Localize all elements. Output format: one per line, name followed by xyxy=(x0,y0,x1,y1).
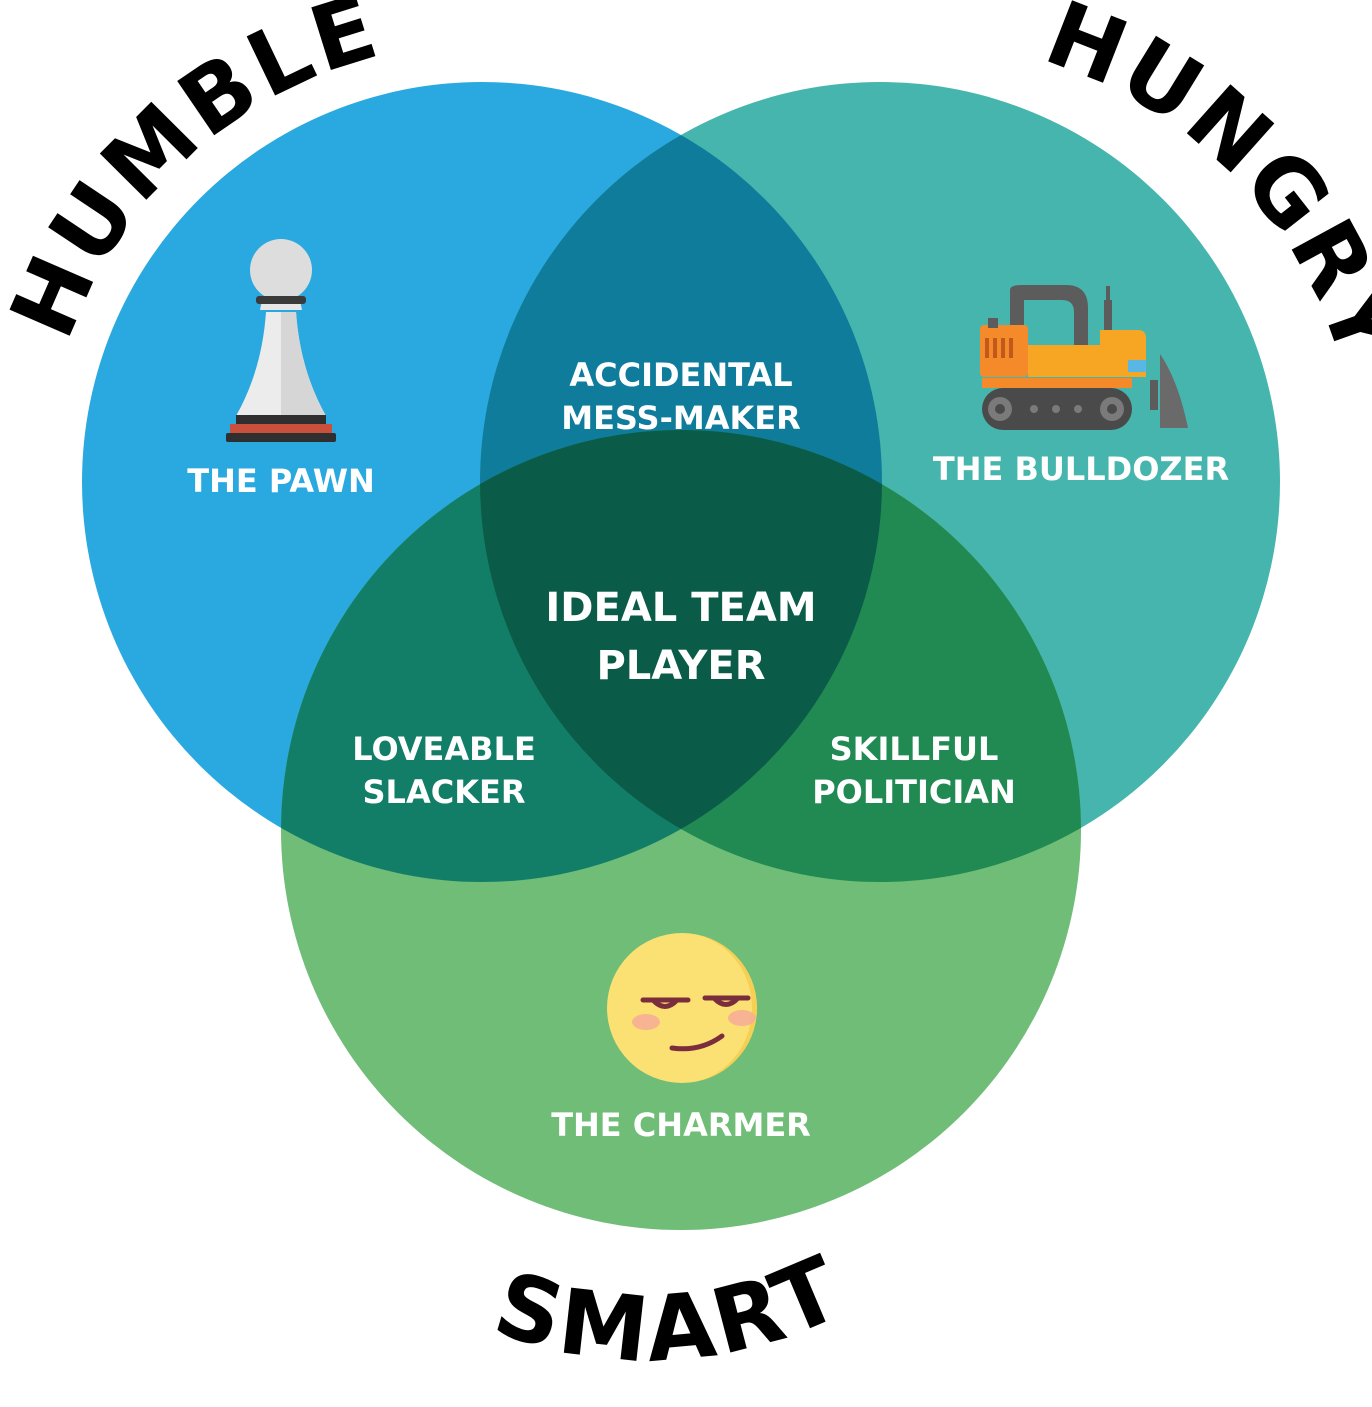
hungry-only-label: THE BULLDOZER xyxy=(933,450,1229,488)
humble-smart-label-line1: LOVEABLE xyxy=(352,730,536,768)
smirking-face-icon xyxy=(607,933,757,1083)
hungry-smart-label-line2: POLITICIAN xyxy=(812,773,1016,811)
smart-only-label: THE CHARMER xyxy=(551,1106,811,1144)
center-label-line2: PLAYER xyxy=(596,643,765,689)
smart-title: SMART xyxy=(483,1235,858,1384)
humble-hungry-label-line2: MESS-MAKER xyxy=(561,399,801,437)
humble-only-label: THE PAWN xyxy=(187,462,375,500)
humble-smart-label-line2: SLACKER xyxy=(363,773,526,811)
bulldozer-icon xyxy=(980,285,1188,430)
humble-hungry-label-line1: ACCIDENTAL xyxy=(569,356,792,394)
hungry-smart-label-line1: SKILLFUL xyxy=(830,730,999,768)
center-label-line1: IDEAL TEAM xyxy=(545,585,816,631)
chess-pawn-icon xyxy=(226,239,336,442)
